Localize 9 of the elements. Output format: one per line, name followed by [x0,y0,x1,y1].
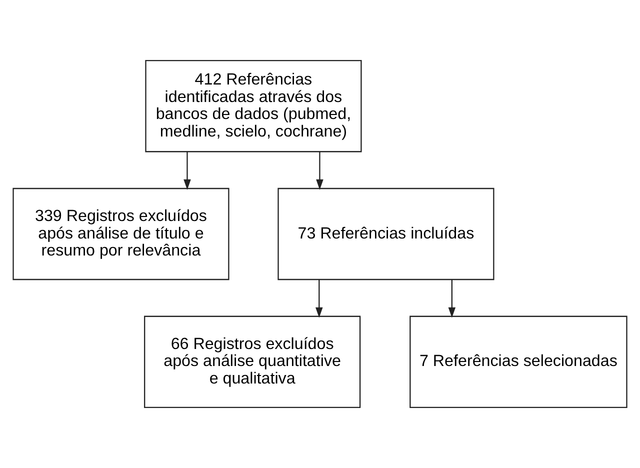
node-box: 339 Registros excluídos após análise de título e resumo por relevância [12,188,230,280]
arrow [184,152,191,190]
node-box: 7 Referências selecionadas [410,316,628,408]
node-box: 66 Registros excluídos após análise quantitative e qualitativa [144,316,361,408]
node-box: 412 Referências identificadas através dos bancos de dados (pubmed, medline, scielo, cochrane) [145,60,362,152]
arrow [448,280,456,318]
arrow [316,152,324,190]
arrow [316,280,323,318]
node-box: 73 Referências incluídas [278,188,494,280]
